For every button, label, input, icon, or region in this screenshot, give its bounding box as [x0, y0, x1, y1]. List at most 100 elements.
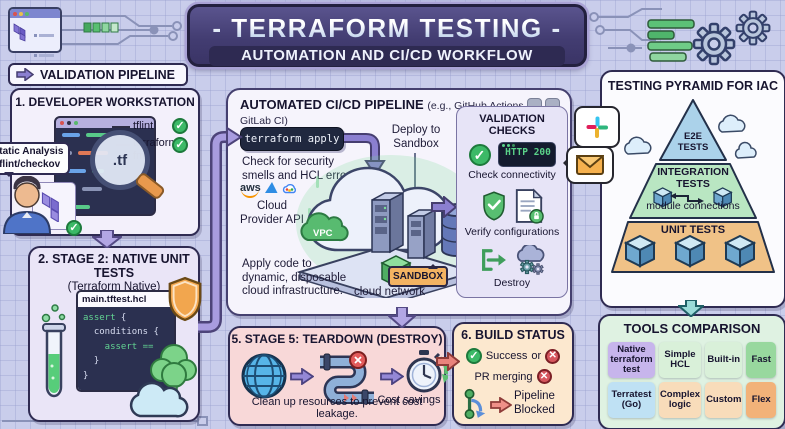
check-icon: ✓	[468, 143, 491, 166]
tools-cell: Built-in	[705, 342, 743, 378]
cicd-pipeline-box: AUTOMATED CI/CD PIPELINE (e.g., GitHub A…	[226, 88, 572, 316]
tools-title: TOOLS COMPARISON	[623, 321, 761, 336]
validation-pipeline-label: VALIDATION PIPELINE	[8, 63, 188, 86]
git-branch-icon	[464, 388, 486, 420]
slack-notification-bubble	[574, 106, 620, 151]
check-security-line1: Check for security	[242, 156, 335, 168]
apply-code-note: Apply code to dynamic, disposable cloud …	[242, 258, 346, 299]
email-notification-bubble	[563, 146, 614, 184]
document-lock-icon	[515, 188, 544, 224]
pipeline-line2: Blocked	[514, 403, 555, 416]
testing-pyramid-box: TESTING PYRAMID FOR IAC	[600, 70, 785, 308]
validation-checks-panel: VALIDATION CHECKS ✓ HTTP 200 Check conne…	[456, 106, 568, 298]
shield-icon	[168, 276, 202, 322]
sandbox-text: SANDBOX	[392, 271, 443, 282]
pyramid-graphic	[611, 99, 775, 273]
cloud-provider-logos: aws	[240, 182, 297, 198]
success-label: Success	[485, 350, 528, 362]
azure-logo	[264, 182, 278, 193]
pr-merging-label: PR merging	[474, 370, 533, 383]
module-connections-label: module connections	[646, 200, 740, 212]
tools-cell: Terratest (Go)	[608, 382, 655, 418]
e2e-tests-label: E2E TESTS	[602, 131, 784, 153]
code-assert: assert	[83, 313, 116, 323]
check-security-note: Check for security smells and HCL errors	[242, 156, 356, 183]
destroy-exit-icon	[481, 249, 506, 271]
teardown-box: 5. STAGE 5: TEARDOWN (DESTROY)	[228, 326, 448, 426]
tools-cell: Fast	[746, 342, 776, 378]
cost-savings-label: Cost savings	[377, 394, 441, 406]
tftest-filename: main.tftest.hcl	[82, 294, 147, 305]
code-assert-eq: assert ==	[83, 341, 154, 352]
arrow-right-icon	[490, 397, 512, 413]
apply-line3: cloud infrastructure.	[242, 285, 343, 298]
gear-icon	[692, 10, 771, 66]
deploy-pointer-line	[414, 153, 416, 195]
code-conditions: conditions {	[83, 327, 159, 338]
validation-checks-title: VALIDATION CHECKS	[479, 113, 545, 137]
arrow-cicd-to-teardown	[388, 307, 416, 328]
tools-cell: Custom	[705, 382, 743, 418]
validation-pipeline-text: VALIDATION PIPELINE	[40, 67, 175, 82]
aws-logo: aws	[240, 182, 261, 198]
tools-cell: Simple HCL	[658, 342, 702, 378]
developer-workstation-box: 1. DEVELOPER WORKSTATION tflint ✓ terraf…	[0, 88, 200, 236]
aws-smile	[241, 189, 259, 198]
teardown-title: 5. STAGE 5: TEARDOWN (DESTROY)	[231, 332, 443, 346]
check-icon: ✓	[66, 220, 82, 236]
tree-cloud-icon	[129, 344, 197, 418]
integration-line2: TESTS	[676, 177, 710, 190]
test-tube-icon	[41, 304, 66, 398]
or-label: or	[531, 350, 542, 362]
cube-icon	[673, 234, 707, 268]
e2e-line1: E2E	[684, 131, 702, 142]
provider-line2: Provider API	[240, 213, 304, 226]
apply-line1: Apply code to	[242, 258, 312, 270]
subtitle: AUTOMATION AND CI/CD WORKFLOW	[209, 46, 565, 66]
http-200-badge: HTTP 200	[497, 142, 556, 167]
tflint-label: tflint	[133, 120, 154, 132]
stage2-native-unit-tests-box: 2. STAGE 2: NATIVE UNIT TESTS (Terraform…	[28, 246, 202, 422]
connector-line	[112, 126, 130, 128]
unit-tests-label: UNIT TESTS	[660, 224, 726, 236]
arrow-down-workstation-stage2	[92, 230, 122, 248]
check-security-line2: smells and HCL errors	[242, 169, 356, 182]
code-brace: {	[115, 313, 127, 323]
x-icon: ✕	[545, 348, 561, 364]
arrow-cloud-to-validation	[431, 196, 458, 218]
arrow-teardown-to-build	[436, 352, 460, 371]
static-analysis-bubble: Static Analysis tflint/checkov	[0, 142, 70, 177]
terraform-logo-icon	[13, 23, 26, 42]
sandbox-badge: SANDBOX	[388, 264, 448, 287]
http-200-text: HTTP 200	[505, 147, 551, 158]
e2e-line2: TESTS	[677, 141, 709, 153]
envelope-icon	[576, 155, 604, 175]
server-icon	[407, 208, 436, 260]
globe-icon	[241, 353, 287, 399]
integration-tests-label: INTEGRATION TESTS	[602, 166, 784, 191]
slack-icon	[586, 116, 608, 138]
check-connectivity-label: Check connectivity	[468, 169, 556, 181]
magnifier-icon: .tf	[90, 130, 167, 201]
check-icon: ✓	[172, 118, 188, 134]
cloud-network-label: cloud network	[354, 286, 425, 298]
developer-avatar	[2, 176, 52, 234]
deploy-line1: Deploy to	[391, 124, 441, 136]
cube-icon	[723, 234, 757, 268]
build-status-box: 6. BUILD STATUS ✓ Success or ✕ PR mergin…	[452, 322, 574, 426]
check-icon: ✓	[172, 137, 188, 153]
vpc-cloud-icon	[300, 212, 349, 242]
gcp-logo	[282, 184, 296, 194]
pipe-stage2-to-cicd	[198, 126, 243, 333]
stage2-title: 2. STAGE 2: NATIVE UNIT TESTS	[38, 252, 190, 280]
arrow-right-icon	[290, 368, 314, 385]
verify-configurations-label: Verify configurations	[464, 226, 560, 238]
code-close1: }	[83, 356, 100, 367]
title-banner: - TERRAFORM TESTING - AUTOMATION AND CI/…	[187, 4, 587, 67]
tools-table: Native terraform test Simple HCL Built-i…	[608, 342, 776, 418]
cloud-gears-icon	[516, 245, 544, 275]
teardown-pipe-icon	[320, 351, 374, 404]
cube-icon	[712, 187, 733, 208]
tools-cell: Complex logic	[658, 382, 702, 418]
